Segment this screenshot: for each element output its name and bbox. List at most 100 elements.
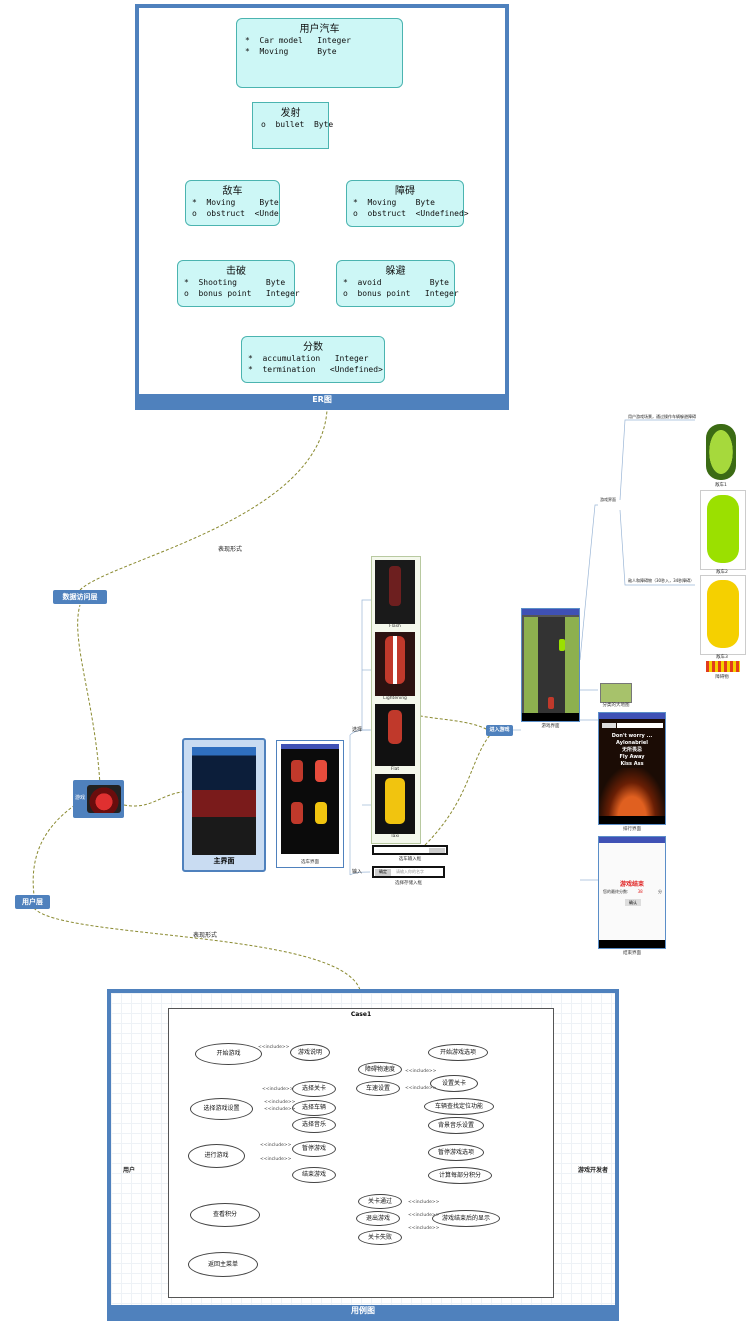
main-screen-preview xyxy=(192,747,256,855)
entity-attr: o bonus point Integer xyxy=(343,289,459,298)
side-car-3[interactable] xyxy=(700,575,746,655)
system-boundary-title: Case1 xyxy=(350,1011,372,1018)
side-car-2[interactable] xyxy=(700,490,746,570)
car-option-lightening[interactable] xyxy=(375,632,415,696)
input-2-button[interactable]: 确定 xyxy=(375,869,391,876)
entity-attr: * Car model Integer xyxy=(245,36,351,45)
small-map-thumbnail[interactable] xyxy=(600,683,632,703)
include-label: <<include>> xyxy=(405,1086,437,1091)
car-option-taxi[interactable] xyxy=(375,774,415,834)
include-label: <<include>> xyxy=(264,1107,296,1112)
entity-dodge[interactable]: 躲避 * avoid Byte o bonus point Integer xyxy=(336,260,459,307)
entity-attr: * Moving Byte xyxy=(353,198,435,207)
car-icon xyxy=(315,760,327,782)
usecase-exit-game[interactable]: 退出游戏 xyxy=(356,1211,400,1226)
usecase-choose-music[interactable]: 选择音乐 xyxy=(292,1117,336,1133)
usecase-choose-level[interactable]: 选择关卡 xyxy=(292,1081,336,1097)
game-sub-top: 用户游戏场景，通过操作车辆躲避障碍 xyxy=(628,414,696,419)
usecase-game-guide[interactable]: 游戏说明 xyxy=(290,1044,330,1061)
rank-entry: Aylonabriel xyxy=(616,740,648,746)
car-icon xyxy=(315,802,327,824)
car-thumbnail xyxy=(87,785,121,813)
game-over-unit: 分 xyxy=(658,889,663,894)
entity-name: 敌车 xyxy=(222,186,243,197)
user-layer-tag[interactable]: 用户层 xyxy=(15,895,50,909)
entity-attr: o obstruct <Undef xyxy=(192,209,279,218)
entity-name: 躲避 xyxy=(385,266,406,277)
input-box-2[interactable]: 确定 请输入你的名字 xyxy=(372,866,445,878)
side-car-label: 敌车3 xyxy=(716,655,728,660)
actor-user-icon xyxy=(123,1138,137,1164)
car-icon xyxy=(548,697,554,709)
usecase-level-pass[interactable]: 关卡通过 xyxy=(358,1194,402,1209)
game-root-label: 游戏 xyxy=(75,795,86,801)
select-car-node[interactable]: 选车界面 xyxy=(276,740,344,868)
rank-entry: Fly Away xyxy=(619,754,645,760)
side-car-1[interactable] xyxy=(706,424,736,480)
game-screen-node[interactable] xyxy=(521,608,580,722)
game-screen-caption: 游戏界面 xyxy=(541,724,560,729)
enter-game-tag[interactable]: 进入游戏 xyxy=(486,725,513,736)
include-label: <<include>> xyxy=(408,1200,440,1205)
entity-attr: o bonus point Integer xyxy=(184,289,300,298)
game-over-confirm-button[interactable]: 确认 xyxy=(625,899,641,906)
car-option-flash[interactable] xyxy=(375,560,415,624)
rank-entry: Don't worry ... xyxy=(611,733,653,739)
car-label: Flat xyxy=(390,767,400,772)
entity-obstacle[interactable]: 障碍 * Moving Byte o obstruct <Undefined> xyxy=(346,180,469,227)
game-over-screen-node[interactable]: 游戏结束 您的最终分数: 38 分 确认 xyxy=(598,836,666,949)
usecase-pause-game[interactable]: 暂停游戏 xyxy=(292,1141,336,1157)
rank-entry: 无所畏忌 xyxy=(621,747,642,753)
usecase-speed-setting[interactable]: 车速设置 xyxy=(356,1081,400,1096)
include-label: <<include>> xyxy=(264,1100,296,1105)
usecase-car-locate[interactable]: 车辆查找定位功能 xyxy=(424,1098,494,1115)
car-option-flat[interactable] xyxy=(375,704,415,766)
branch-choose: 选择 xyxy=(352,727,363,733)
main-screen-label: 主界面 xyxy=(213,857,235,865)
main-screen-node[interactable]: 主界面 xyxy=(182,738,266,872)
rank-entry: Kiss Ass xyxy=(620,761,644,767)
game-sub-bottom: 敌人和障碍物（30秒入，34秒障碍） xyxy=(628,578,695,583)
entity-attr: * Moving Byte xyxy=(245,47,337,56)
branch-input: 输入 xyxy=(352,869,363,875)
usecase-game-settings[interactable]: 选择游戏设置 xyxy=(190,1098,253,1120)
entity-name: 障碍 xyxy=(395,186,415,197)
entity-launch[interactable]: 发射 o bullet Byte xyxy=(252,102,334,149)
entity-user-car[interactable]: 用户汽车 * Car model Integer * Moving Byte xyxy=(236,18,403,88)
usecase-view-score[interactable]: 查看积分 xyxy=(190,1203,260,1227)
obstacle-label: 障碍物 xyxy=(715,675,729,680)
rank-screen-node[interactable]: Don't worry ... Aylonabriel 无所畏忌 Fly Awa… xyxy=(598,712,666,825)
usecase-level-fail[interactable]: 关卡失败 xyxy=(358,1230,402,1245)
usecase-start-option[interactable]: 开始游戏选项 xyxy=(428,1044,488,1061)
usecase-obstacle-speed[interactable]: 障碍物速度 xyxy=(358,1062,402,1077)
usecase-play-game[interactable]: 进行游戏 xyxy=(188,1144,245,1168)
usecase-choose-car[interactable]: 选择车辆 xyxy=(292,1100,336,1116)
entity-attr: o bullet Byte xyxy=(261,120,334,129)
game-root-node[interactable]: 游戏 xyxy=(73,780,124,818)
entity-score[interactable]: 分数 * accumulation Integer * termination … xyxy=(241,336,385,383)
usecase-game-over-display[interactable]: 游戏结束后的显示 xyxy=(432,1210,500,1227)
obstacle-thumbnail[interactable] xyxy=(706,661,740,672)
usecase-compute-score[interactable]: 计算每部分积分 xyxy=(428,1167,492,1184)
car-label: Taxi xyxy=(390,834,400,839)
usecase-pause-option[interactable]: 暂停游戏选项 xyxy=(428,1144,484,1161)
entity-destroy[interactable]: 击破 * Shooting Byte o bonus point Integer xyxy=(177,260,300,307)
entity-attr: * Shooting Byte xyxy=(184,278,286,287)
car-icon xyxy=(291,802,303,824)
usecase-set-level[interactable]: 设置关卡 xyxy=(430,1075,478,1092)
entity-enemy-car[interactable]: 敌车 * Moving Byte o obstruct <Undef xyxy=(185,180,280,226)
entity-attr: * Moving Byte xyxy=(192,198,279,207)
data-access-layer-tag[interactable]: 数据访问层 xyxy=(53,590,107,604)
usecase-end-game[interactable]: 结束游戏 xyxy=(292,1167,336,1183)
input-box-1[interactable] xyxy=(372,845,448,855)
include-label: <<include>> xyxy=(408,1226,440,1231)
game-over-score-label: 您的最终分数: xyxy=(603,889,629,894)
usecase-start-game[interactable]: 开始游戏 xyxy=(195,1043,262,1065)
entity-attr: * termination <Undefined> xyxy=(248,365,383,374)
car-label: Lightening xyxy=(383,696,407,701)
game-branch-label: 游戏界面 xyxy=(600,497,616,502)
actor-user-label: 用户 xyxy=(123,1167,136,1174)
usecase-bgm-setting[interactable]: 背景音乐设置 xyxy=(428,1117,484,1134)
usecase-back-menu[interactable]: 返回主菜单 xyxy=(188,1252,258,1277)
select-car-preview xyxy=(281,744,339,854)
